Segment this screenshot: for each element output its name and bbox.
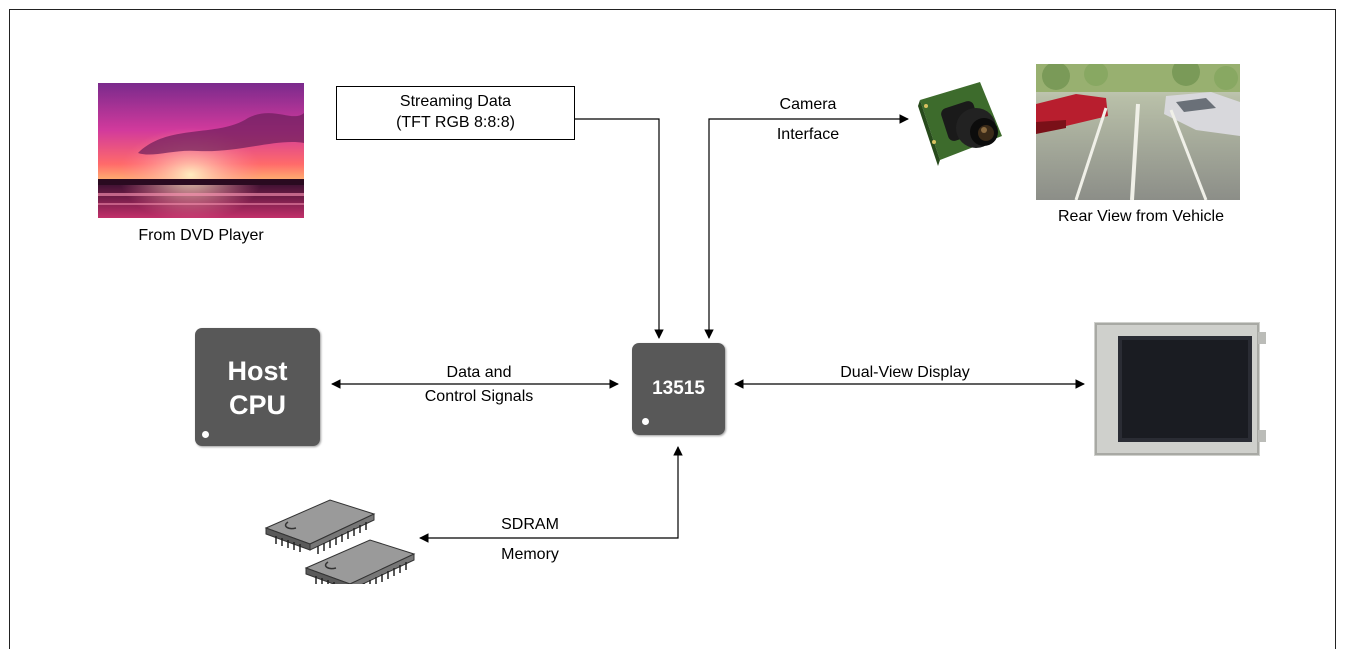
camera-label-line2: Interface	[776, 126, 840, 143]
streaming-wire	[575, 118, 664, 339]
sdram-label-line1: SDRAM	[501, 516, 559, 533]
dvd-sunset-image	[98, 83, 304, 218]
camera-label-line1: Camera	[779, 96, 837, 113]
memory-chip-icon	[264, 499, 416, 584]
controller-chip-13515: 13515	[632, 343, 725, 435]
parking-lot-photo	[1036, 64, 1240, 200]
sdram-memory-chips	[258, 492, 423, 584]
host-cpu-chip: Host CPU	[195, 328, 320, 446]
data-label-line2: Control Signals	[424, 388, 534, 405]
display-label: Dual-View Display	[840, 364, 970, 381]
memory-chip-2	[304, 539, 416, 584]
rear-view-label: Rear View from Vehicle	[1058, 208, 1224, 225]
host-cpu-label-line2: CPU	[228, 390, 286, 420]
camera-module-icon	[918, 82, 1002, 166]
connection-wires	[331, 114, 1085, 543]
lcd-panel-icon	[1094, 322, 1266, 456]
sdram-label-line2: Memory	[501, 546, 559, 563]
host-cpu-pin1-dot	[202, 431, 209, 438]
streaming-label-line1: Streaming Data	[399, 93, 512, 110]
sunset-photo	[98, 83, 304, 218]
data-label-line1: Data and	[446, 364, 512, 381]
diagram-frame	[9, 9, 1336, 649]
dvd-label: From DVD Player	[138, 227, 264, 244]
sdram-wire	[419, 446, 683, 543]
streaming-data-box	[336, 86, 575, 140]
streaming-label-line2: (TFT RGB 8:8:8)	[396, 114, 515, 131]
lcd-display-panel	[1094, 322, 1266, 456]
memory-chip-1	[264, 499, 376, 554]
camera-module	[910, 78, 1010, 170]
controller-pin1-dot	[642, 418, 649, 425]
host-cpu-label-line1: Host	[227, 356, 288, 386]
controller-chip-label: 13515	[652, 378, 705, 399]
rear-view-image	[1036, 64, 1240, 200]
camera-wire	[704, 114, 909, 339]
